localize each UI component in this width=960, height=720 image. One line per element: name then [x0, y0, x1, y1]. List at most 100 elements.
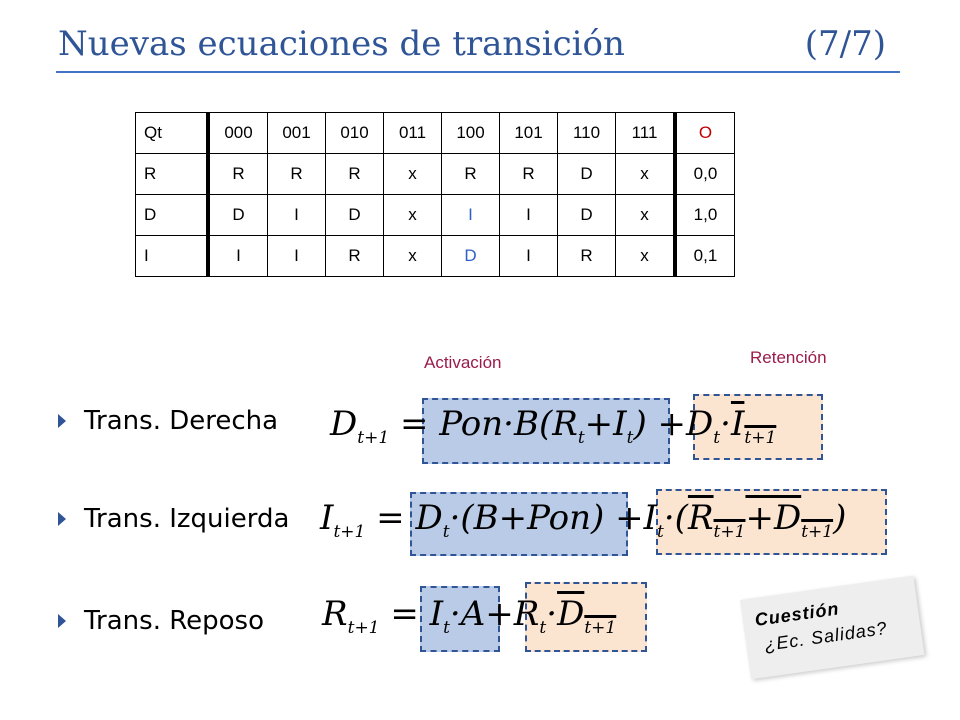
eq-symbol: R: [513, 594, 540, 634]
eq-subscript: t: [443, 617, 450, 638]
table-cell: x: [615, 153, 676, 195]
equation-derecha: Dt+1 = Pon·B(Rt+It) +Dt·It+1: [330, 404, 776, 448]
equals-sign: =: [376, 498, 405, 538]
equation-izquierda: It+1 = Dt·(B+Pon) +It·(Rt+1+Dt+1): [320, 498, 846, 542]
table-cell: 0,1: [673, 235, 735, 277]
table-header-row: Qt 000 001 010 011 100 101 110 111 O: [135, 112, 735, 154]
bullet-label: Trans. Derecha: [84, 406, 279, 436]
question-note: Cuestión ¿Ec. Salidas?: [740, 575, 925, 680]
table-cell: I: [206, 235, 268, 277]
eq-symbol: D: [415, 498, 443, 538]
eq-operator: ): [833, 498, 847, 538]
eq-subscript: t: [539, 617, 547, 638]
equals-sign: =: [390, 594, 419, 634]
table-cell: R: [557, 235, 616, 277]
eq-subscript: t+1: [333, 521, 366, 542]
table-cell: 111: [615, 112, 676, 154]
eq-symbol-negated: I: [730, 404, 745, 444]
eq-symbol: R: [322, 594, 348, 634]
eq-symbol: I: [643, 498, 658, 538]
table-cell-output-header: O: [673, 112, 735, 154]
table-cell: D: [206, 194, 268, 236]
eq-subscript: t: [713, 427, 721, 448]
arrow-bullet-icon: [58, 614, 66, 628]
eq-term: ·(B+Pon): [449, 498, 605, 538]
retention-box-izquierda: [656, 489, 887, 555]
eq-operator: ·: [720, 404, 731, 444]
equals-sign: =: [399, 404, 429, 444]
eq-term: ·A: [449, 594, 486, 634]
eq-subscript: t+1: [801, 521, 834, 542]
eq-symbol: R: [687, 498, 714, 538]
arrow-bullet-icon: [58, 512, 66, 526]
bullet-trans-reposo: Trans. Reposo: [58, 606, 264, 636]
bullet-label: Trans. Reposo: [84, 606, 264, 636]
activation-box-izquierda: [410, 492, 628, 556]
table-cell: Qt: [135, 112, 209, 154]
eq-subscript: t: [626, 427, 634, 448]
table-row: D D I D x I I D x 1,0: [135, 194, 735, 236]
table-cell: x: [615, 194, 676, 236]
table-cell: 001: [267, 112, 326, 154]
equation-reposo: Rt+1 = It·A+Rt·Dt+1: [322, 594, 616, 638]
eq-operator: ·: [546, 594, 558, 634]
bullet-label: Trans. Izquierda: [84, 504, 290, 534]
table-cell: 000: [206, 112, 268, 154]
eq-subscript: t: [577, 427, 585, 448]
table-cell: I: [135, 235, 209, 277]
bullet-trans-derecha: Trans. Derecha: [58, 406, 278, 436]
eq-term: ): [633, 404, 647, 444]
eq-subscript: t: [657, 521, 664, 542]
table-cell: D: [557, 194, 616, 236]
table-cell: x: [383, 194, 442, 236]
retention-box-reposo: [525, 582, 647, 652]
table-cell: x: [383, 235, 442, 277]
table-cell: R: [325, 153, 384, 195]
activation-label: Activación: [424, 353, 502, 372]
eq-symbol: D: [686, 404, 714, 444]
plus-sign: +: [615, 498, 644, 538]
table-cell: R: [499, 153, 558, 195]
page-indicator: (7/7): [804, 24, 886, 64]
eq-subscript: t: [442, 521, 450, 542]
table-cell: I: [267, 235, 326, 277]
table-cell: 010: [325, 112, 384, 154]
table-cell: 011: [383, 112, 442, 154]
eq-term: Pon·B(R: [439, 404, 578, 444]
table-cell: 0,0: [673, 153, 735, 195]
plus-sign: +: [485, 594, 514, 634]
table-cell-highlighted: I: [441, 194, 500, 236]
table-cell: x: [615, 235, 676, 277]
table-cell: x: [383, 153, 442, 195]
eq-symbol: I: [429, 594, 444, 634]
slide-title: Nuevas ecuaciones de transición (7/7): [58, 24, 898, 74]
eq-subscript: t+1: [584, 617, 617, 638]
table-cell-highlighted: D: [441, 235, 500, 277]
eq-symbol: I: [320, 498, 334, 538]
transition-table: Qt 000 001 010 011 100 101 110 111 O R R…: [135, 112, 735, 277]
table-cell: I: [267, 194, 326, 236]
table-cell: R: [325, 235, 384, 277]
eq-operator: ·(: [663, 498, 688, 538]
eq-subscript: t+1: [347, 617, 380, 638]
table-cell: R: [267, 153, 326, 195]
bullet-trans-izquierda: Trans. Izquierda: [58, 504, 289, 534]
eq-subscript: t+1: [357, 427, 390, 448]
table-row: I I I R x D I R x 0,1: [135, 235, 735, 277]
table-cell: 100: [441, 112, 500, 154]
eq-term: +I: [584, 404, 627, 444]
retention-box-derecha: [693, 394, 823, 460]
eq-subscript: t+1: [744, 427, 777, 448]
activation-box-reposo: [420, 586, 500, 652]
table-cell: 1,0: [673, 194, 735, 236]
table-row: R R R R x R R D x 0,0: [135, 153, 735, 195]
table-cell: R: [206, 153, 268, 195]
table-cell: R: [135, 153, 209, 195]
table-cell: 101: [499, 112, 558, 154]
eq-subscript: t+1: [713, 521, 746, 542]
table-cell: D: [557, 153, 616, 195]
table-cell: I: [499, 194, 558, 236]
plus-sign: +: [657, 404, 687, 444]
title-underline: [56, 71, 900, 73]
table-cell: R: [441, 153, 500, 195]
